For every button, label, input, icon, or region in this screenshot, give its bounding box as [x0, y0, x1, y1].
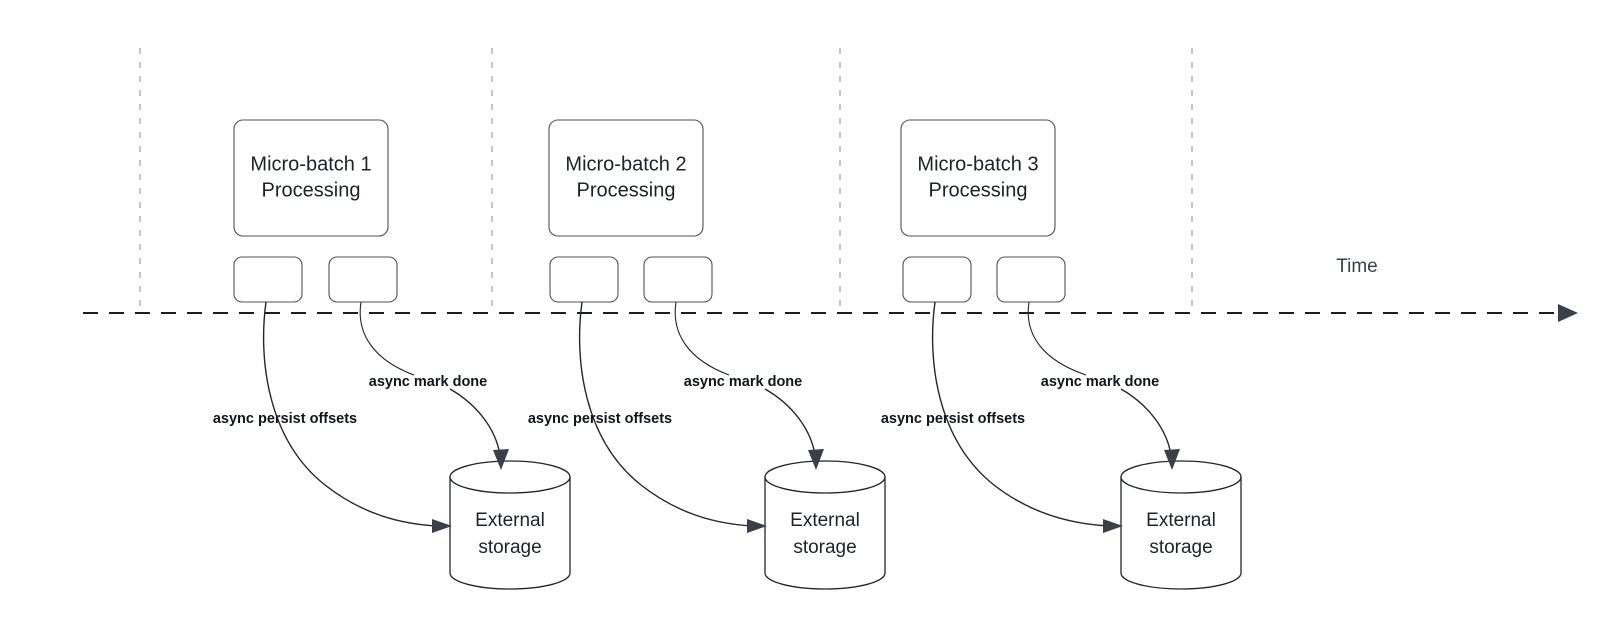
- task-box-2b[interactable]: [643, 256, 713, 303]
- edge-mark-done-2-upper: [674, 301, 730, 376]
- edge-label-persist-offsets-2: async persist offsets: [528, 411, 672, 427]
- edge-label-persist-offsets-1: async persist offsets: [213, 411, 357, 427]
- external-storage-3-body: [1120, 476, 1242, 590]
- edge-label-mark-done-2: async mark done: [684, 374, 802, 390]
- micro-batch-group-1: Micro-batch 1 Processing External storag…: [213, 119, 571, 590]
- time-axis-arrowhead: [1558, 304, 1578, 322]
- edge-mark-done-1-upper: [359, 301, 415, 376]
- external-storage-1-top: [449, 460, 571, 494]
- task-box-2a[interactable]: [549, 256, 619, 303]
- edge-mark-done-3-lower: [1120, 388, 1172, 456]
- micro-batch-1-box[interactable]: [233, 119, 389, 237]
- external-storage-3-label-line1: External: [1146, 510, 1216, 531]
- edge-persist-offsets-2-arrowhead: [747, 519, 767, 533]
- micro-batch-3-label-line1: Micro-batch 3: [917, 153, 1038, 175]
- external-storage-1[interactable]: External storage: [449, 460, 571, 590]
- edge-label-mark-done-1: async mark done: [369, 374, 487, 390]
- task-box-3b[interactable]: [996, 256, 1066, 303]
- edge-persist-offsets-2: [578, 301, 754, 527]
- external-storage-1-label-line1: External: [475, 510, 545, 531]
- edge-label-persist-offsets-3: async persist offsets: [881, 411, 1025, 427]
- edge-mark-done-2-lower: [764, 388, 816, 456]
- external-storage-2-body: [764, 476, 886, 590]
- external-storage-3[interactable]: External storage: [1120, 460, 1242, 590]
- edge-mark-done-3-upper: [1027, 301, 1087, 376]
- micro-batch-1-label-line2: Processing: [262, 179, 361, 201]
- edge-persist-offsets-3-arrowhead: [1103, 519, 1123, 533]
- edge-mark-done-1-arrowhead: [493, 449, 509, 470]
- external-storage-1-body: [449, 476, 571, 590]
- batch-boundary-dividers: [139, 48, 1193, 312]
- task-box-1b[interactable]: [328, 256, 398, 303]
- edge-label-mark-done-3: async mark done: [1041, 374, 1159, 390]
- micro-batch-2-box[interactable]: [548, 119, 704, 237]
- micro-batch-3-box[interactable]: [900, 119, 1056, 237]
- edge-persist-offsets-3: [931, 301, 1110, 527]
- edge-mark-done-2-arrowhead: [808, 449, 824, 470]
- time-axis-label: Time: [1336, 256, 1378, 277]
- micro-batch-2-label-line2: Processing: [577, 179, 676, 201]
- micro-batch-3-label-line2: Processing: [929, 179, 1028, 201]
- micro-batch-1-label-line1: Micro-batch 1: [250, 153, 371, 175]
- micro-batch-2-label-line1: Micro-batch 2: [565, 153, 686, 175]
- external-storage-2[interactable]: External storage: [764, 460, 886, 590]
- external-storage-1-label-line2: storage: [478, 537, 541, 558]
- task-box-3a[interactable]: [902, 256, 972, 303]
- edge-persist-offsets-1-arrowhead: [432, 519, 452, 533]
- task-box-1a[interactable]: [233, 256, 303, 303]
- micro-batch-group-3: Micro-batch 3 Processing External storag…: [881, 119, 1242, 590]
- time-axis: Time: [83, 256, 1578, 322]
- external-storage-2-label-line2: storage: [793, 537, 856, 558]
- external-storage-3-label-line2: storage: [1149, 537, 1212, 558]
- edge-mark-done-3-arrowhead: [1164, 449, 1180, 470]
- micro-batch-group-2: Micro-batch 2 Processing External storag…: [528, 119, 886, 590]
- external-storage-2-label-line1: External: [790, 510, 860, 531]
- edge-persist-offsets-1: [262, 301, 439, 527]
- external-storage-3-top: [1120, 460, 1242, 494]
- external-storage-2-top: [764, 460, 886, 494]
- edge-mark-done-1-lower: [449, 388, 501, 456]
